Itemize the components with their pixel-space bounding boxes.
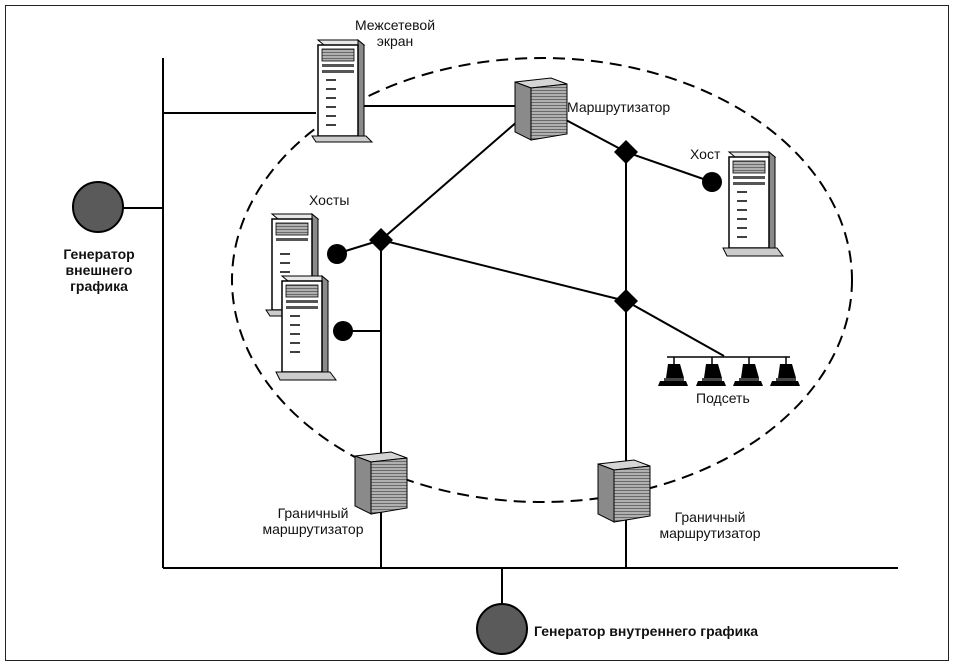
external-generator-line1: Генератор: [63, 246, 135, 262]
workstation-icon: [770, 364, 800, 386]
external-generator-icon: [72, 181, 124, 233]
border-router-left-line1: Граничный: [277, 505, 349, 521]
internal-generator-icon: [476, 603, 528, 655]
border-router-left-icon: [354, 451, 408, 515]
subnet-bus: [667, 356, 790, 364]
border-router-left-label: Граничный маршрутизатор: [238, 505, 388, 537]
internal-network-boundary: [231, 57, 853, 503]
host-server-icon: [722, 150, 784, 257]
external-generator-line3: графика: [70, 278, 128, 294]
firewall-label-line1: Межсетевой: [354, 17, 436, 33]
host-server-icon: [275, 274, 337, 381]
external-generator-line2: внешнего: [65, 262, 133, 278]
switch-diamond-icon: [369, 140, 638, 313]
border-router-right-line2: маршрутизатор: [659, 525, 761, 541]
diagram-frame: [5, 5, 949, 661]
border-router-right-line1: Граничный: [674, 509, 746, 525]
external-bus-lines: [122, 58, 898, 605]
border-router-right-icon: [597, 459, 651, 523]
subnet-label: Подсеть: [696, 390, 750, 406]
router-label: Маршрутизатор: [567, 99, 671, 115]
workstation-icon: [658, 364, 688, 386]
connection-dots: [327, 172, 722, 341]
firewall-label-line2: экран: [376, 33, 414, 49]
workstation-icon: [696, 364, 726, 386]
border-router-left-line2: маршрутизатор: [262, 521, 364, 537]
border-router-right-label: Граничный маршрутизатор: [640, 509, 780, 541]
firewall-label: Межсетевой экран: [336, 17, 454, 49]
workstation-icon: [733, 364, 763, 386]
hosts-label: Хосты: [309, 192, 350, 208]
router-box-icon: [514, 77, 568, 141]
host-label: Хост: [690, 146, 721, 162]
firewall-server-icon: [311, 38, 374, 143]
internal-generator-label: Генератор внутреннего графика: [534, 623, 759, 639]
external-generator-label: Генератор внешнего графика: [47, 246, 151, 294]
